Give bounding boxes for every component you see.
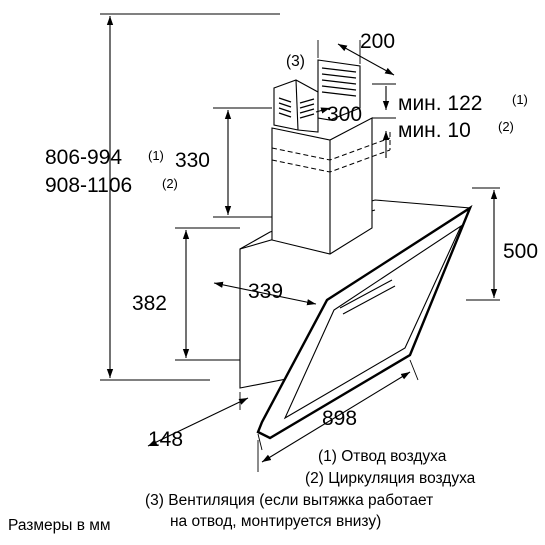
dimension-body-depth <box>213 281 317 306</box>
dimension-total-height <box>100 13 280 381</box>
legend-item-3-line-1: (3) Вентиляция (если вытяжка работает <box>145 492 433 509</box>
dimension-glass-height <box>466 187 500 301</box>
height-total-2-label: 908-1106 <box>45 174 132 197</box>
height-total-1-label: 806-994 <box>45 146 122 169</box>
width-label: 898 <box>322 407 357 430</box>
dimension-chimney-depth <box>315 107 331 114</box>
chimney-depth-label: 300 <box>327 103 362 126</box>
chimney-height-label: 330 <box>175 149 210 172</box>
clearance-2-label: мин. 10 <box>398 119 471 142</box>
side-depth-label: 148 <box>148 428 183 451</box>
units-note: Размеры в мм <box>8 517 111 534</box>
height-total-1-ref: (1) <box>148 148 164 163</box>
glass-height-label: 500 <box>503 240 538 263</box>
chimney-telescopic-line <box>271 137 391 161</box>
legend-item-3-line-2: на отвод, монтируется внизу) <box>170 513 381 530</box>
dimension-chimney-height <box>213 107 272 218</box>
clearance-1-label: мин. 122 <box>398 92 482 115</box>
dimension-width <box>257 359 419 472</box>
vent-slots <box>278 97 315 119</box>
dimension-side-depth <box>147 392 263 451</box>
vent-ref-label: (3) <box>286 53 305 70</box>
clearance-2-ref: (2) <box>498 119 514 134</box>
body-height-label: 382 <box>132 292 167 315</box>
height-total-2-ref: (2) <box>162 176 178 191</box>
legend-item-1: (1) Отвод воздуха <box>318 448 447 465</box>
dimension-clearance <box>372 83 396 158</box>
chimney-width-label: 200 <box>360 30 395 53</box>
clearance-1-ref: (1) <box>512 92 528 107</box>
dimension-chimney-width <box>317 40 395 76</box>
chimney-lower <box>271 117 373 255</box>
dimension-body-height <box>175 227 240 361</box>
body-depth-label: 339 <box>248 280 283 303</box>
legend-item-2: (2) Циркуляция воздуха <box>305 470 476 487</box>
